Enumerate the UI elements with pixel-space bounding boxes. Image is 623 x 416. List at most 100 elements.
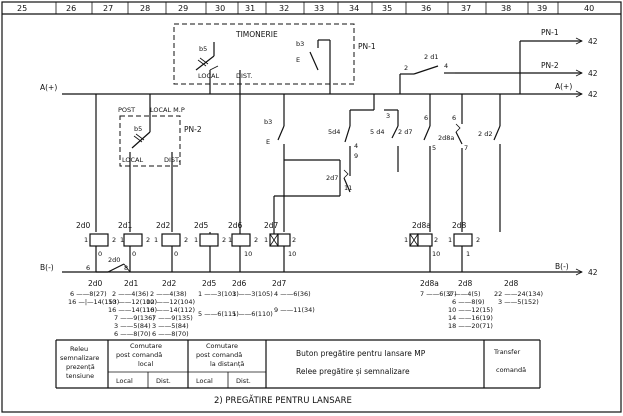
svg-text:2d8: 2d8 [452,221,467,230]
legend-comutare-local-2: post comandă [116,351,162,359]
svg-text:LOCAL: LOCAL [122,156,143,164]
svg-text:10 ——12(102): 10 ——12(102) [108,298,157,306]
svg-text:7 ——9(135): 7 ——9(135) [152,314,193,322]
svg-text:2d5: 2d5 [202,279,217,288]
svg-text:2d8a: 2d8a [412,221,431,230]
svg-text:2d0: 2d0 [76,221,91,230]
col-25: 25 [17,4,27,13]
svg-text:9: 9 [354,152,358,160]
svg-text:PN-1: PN-1 [541,28,559,37]
svg-text:10: 10 [288,250,296,258]
svg-text:b5: b5 [199,45,207,53]
svg-text:A(+): A(+) [40,83,57,92]
svg-text:2d8: 2d8 [458,279,473,288]
svg-text:E: E [266,138,270,146]
svg-text:1: 1 [404,236,408,244]
svg-text:1 ——3(103): 1 ——3(103) [198,290,239,298]
svg-text:TIMONERIE: TIMONERIE [235,30,278,39]
svg-text:7 ——6(37): 7 ——6(37) [420,290,457,298]
svg-text:6: 6 [86,264,90,272]
svg-text:2d6: 2d6 [232,279,247,288]
svg-text:10 ——12(104): 10 ——12(104) [146,298,195,306]
legend-comutare-local-3: local [138,360,153,368]
contact-table-2d1: 2d1 2 ——4(36) 10 ——12(102) 16 ——14(110) … [108,279,157,338]
contact-2d8a: 2d8a 6 7 [438,94,468,232]
contact-table-2d8-b: 2d8 22 ——24(134) 3 ——5(152) [494,279,543,306]
svg-text:5 ——6(111): 5 ——6(111) [198,310,239,318]
svg-text:18 ——20(71): 18 ——20(71) [448,322,493,330]
svg-text:22 ——24(134): 22 ——24(134) [494,290,543,298]
svg-text:9 ——11(34): 9 ——11(34) [274,306,315,314]
svg-text:2 d7: 2 d7 [398,128,412,136]
svg-text:2d8a: 2d8a [438,134,454,142]
svg-text:0: 0 [174,250,178,258]
svg-text:1: 1 [466,250,470,258]
svg-text:1: 1 [120,236,124,244]
legend-buton-2: Relee pregătire și semnalizare [296,367,410,376]
svg-text:2: 2 [476,236,480,244]
contact-table-2d8a: 2d8a 7 ——6(37) [420,279,457,298]
svg-text:4: 4 [444,62,448,70]
contact-2d2: 2 d2 [478,94,501,232]
svg-text:2d0: 2d0 [88,279,103,288]
svg-text:6: 6 [424,114,428,122]
caption: 2) PREGĂTIRE PENTRU LANSARE [214,394,352,406]
contact-2d7-b: 2 d7 6 5 [398,94,436,232]
col-27: 27 [103,4,113,13]
legend-sub-local-1: Local [116,377,133,385]
svg-text:6 ——8(9): 6 ——8(9) [452,298,485,306]
svg-text:2d5: 2d5 [194,221,209,230]
legend-releu-3: prezență [66,363,95,372]
svg-text:2d7: 2d7 [264,221,279,230]
svg-text:3 ——5(84): 3 ——5(84) [152,322,189,330]
svg-text:2d2: 2d2 [156,221,171,230]
bus-pn2: PN-2 42 [455,61,598,78]
contact-table-2d0: 2d0 6 ——8(27) 16 —|—14(153) [68,279,119,306]
svg-text:2d1: 2d1 [118,221,133,230]
svg-text:2 d1: 2 d1 [424,53,438,61]
legend-releu-4: tensiune [66,372,94,380]
column-header: 25 26 27 28 29 30 31 32 33 34 35 36 37 3… [2,2,621,15]
legend-sub-local-2: Local [196,377,213,385]
svg-text:1: 1 [84,236,88,244]
svg-text:b5: b5 [134,125,142,133]
svg-text:10 ——12(15): 10 ——12(15) [448,306,493,314]
legend-transfer-1: Transfer [493,348,520,356]
svg-text:6 ——8(70): 6 ——8(70) [114,330,151,338]
col-28: 28 [140,4,150,13]
svg-text:2 ——4(38): 2 ——4(38) [150,290,187,298]
svg-text:1: 1 [194,236,198,244]
col-29: 29 [178,4,188,13]
svg-text:b3: b3 [264,118,272,126]
svg-text:4 ——6(36): 4 ——6(36) [274,290,311,298]
legend-sub-dist-1: Dist. [156,377,171,385]
svg-text:2d7: 2d7 [326,174,338,182]
svg-text:4: 4 [354,142,358,150]
contact-b3-mid: b3 E [264,94,340,232]
legend-comutare-dist-3: la distanță [210,360,244,369]
col-35: 35 [382,4,392,13]
svg-text:2d2: 2d2 [162,279,177,288]
svg-text:14 ——16(19): 14 ——16(19) [448,314,493,322]
svg-text:PN-2: PN-2 [541,61,559,70]
svg-text:DIST.: DIST. [164,156,180,164]
contact-table-2d7: 2d7 4 ——6(36) 9 ——11(34) [272,279,315,314]
col-40: 40 [584,4,594,13]
timonerie-box: TIMONERIE b5 LOCAL DIST. PN-1 [173,23,376,94]
svg-text:6 ——8(27): 6 ——8(27) [70,290,107,298]
post-box: POST LOCAL M.P b5 LOCAL DIST. PN-2 [118,94,202,232]
svg-text:7 ——9(136): 7 ——9(136) [114,314,155,322]
svg-text:2: 2 [146,236,150,244]
svg-text:2d8a: 2d8a [420,279,439,288]
svg-text:2: 2 [222,236,226,244]
contact-2d7-a: 2d7 11 [274,160,352,197]
relay-2d0: 2d0 1 2 0 [76,94,116,272]
col-38: 38 [501,4,511,13]
svg-text:2: 2 [184,236,188,244]
pn2-label: PN-2 [184,125,202,134]
svg-text:2: 2 [112,236,116,244]
svg-text:B(-): B(-) [40,263,54,272]
col-39: 39 [537,4,547,13]
contact-table-2d8: 2d8 2 ——4(5) 6 ——8(9) 10 ——12(15) 14 ——1… [448,279,493,330]
legend-comutare-local-1: Comutare [130,342,162,350]
